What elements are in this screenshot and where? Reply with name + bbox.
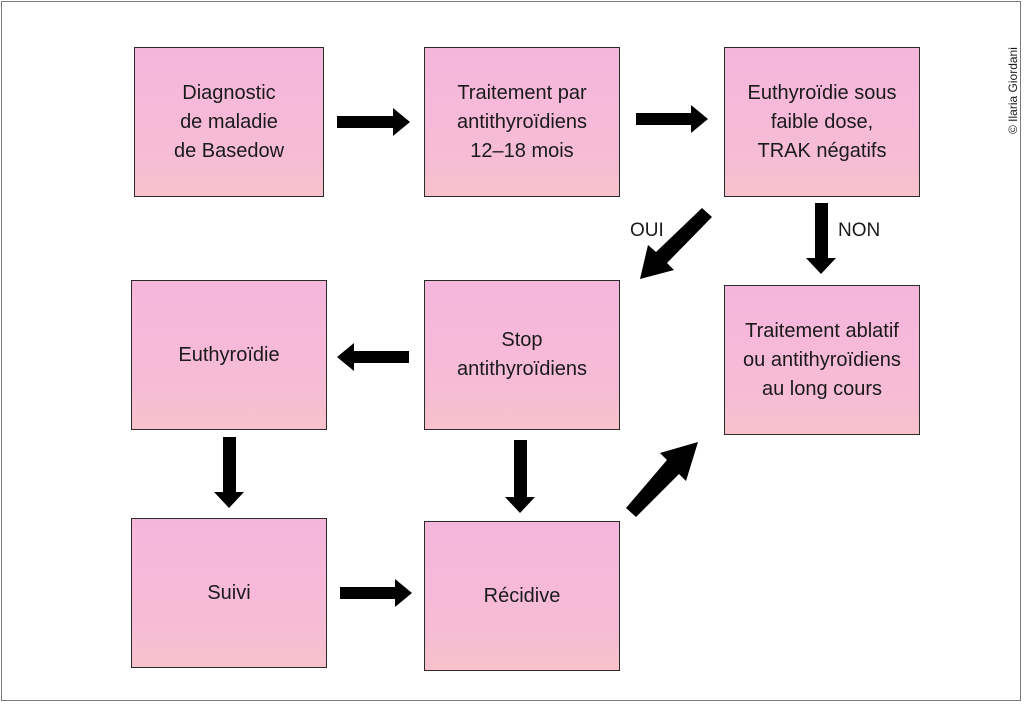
box-euthyroidie: Euthyroïdie <box>131 280 327 430</box>
arrow-traitement-to-euthyroidie-faible-dose <box>636 105 708 133</box>
arrow-oui-diagonal <box>640 208 712 279</box>
arrow-diagnostic-to-traitement <box>337 108 410 136</box>
arrow-recidive-to-traitement-ablatif <box>626 442 698 517</box>
arrow-suivi-to-recidive <box>340 579 412 607</box>
box-traitement-ablatif: Traitement ablatif ou antithyroïdiens au… <box>724 285 920 435</box>
arrow-stop-to-euthyroidie <box>337 343 409 371</box>
box-traitement-antithyroidiens: Traitement par antithyroïdiens 12–18 moi… <box>424 47 620 197</box>
label-non: NON <box>838 220 881 241</box>
arrow-non-down <box>806 203 836 274</box>
label-oui: OUI <box>630 220 664 241</box>
box-diagnostic: Diagnostic de maladie de Basedow <box>134 47 324 197</box>
arrow-stop-to-recidive <box>505 440 535 513</box>
box-recidive: Récidive <box>424 521 620 671</box>
box-suivi: Suivi <box>131 518 327 668</box>
arrow-euthyroidie-to-suivi <box>214 437 244 508</box>
box-euthyroidie-faible-dose: Euthyroïdie sous faible dose, TRAK négat… <box>724 47 920 197</box>
box-stop-antithyroidiens: Stop antithyroïdiens <box>424 280 620 430</box>
